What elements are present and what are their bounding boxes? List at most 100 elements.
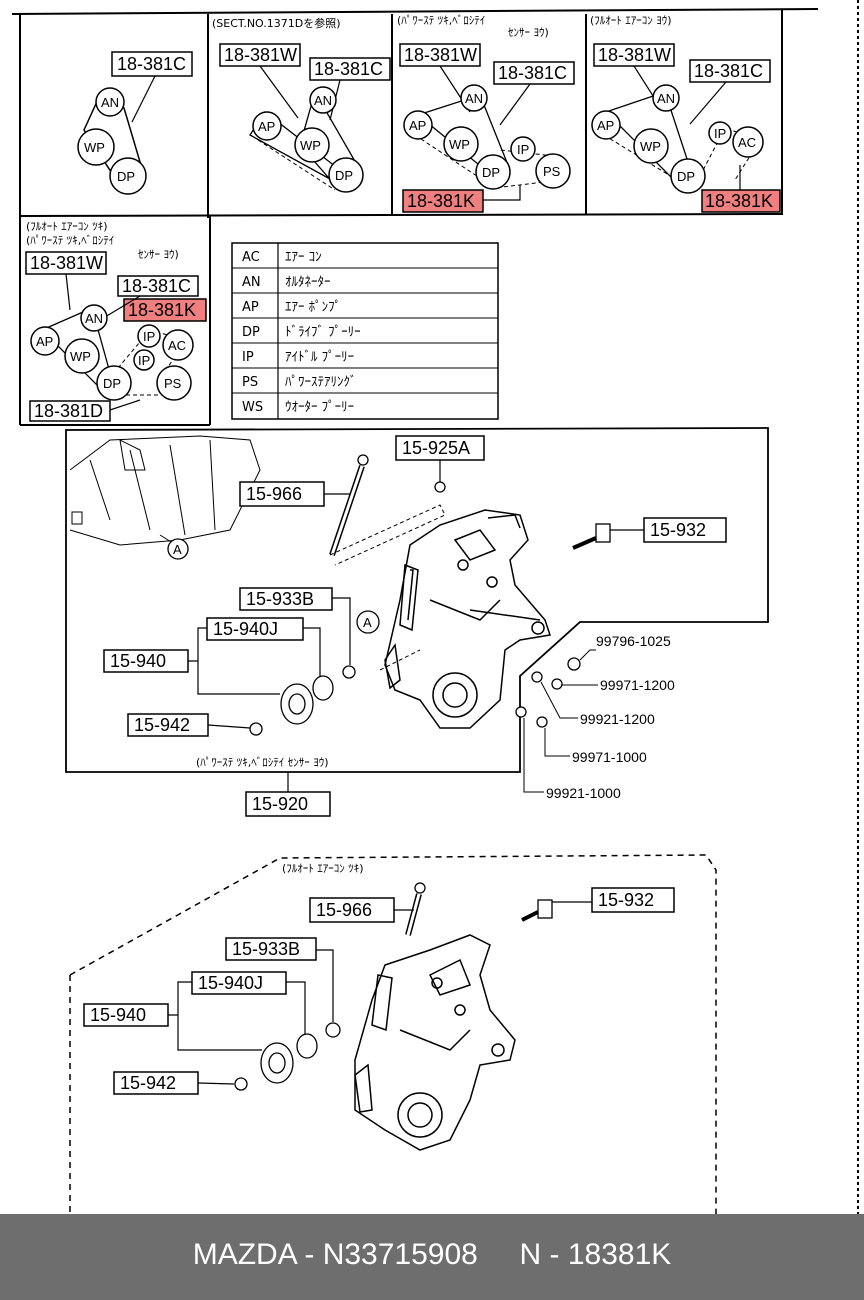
part-label: 15-966 [316,900,372,920]
legend-desc: ｵﾙﾀﾈｰﾀｰ [285,275,331,290]
pulley-label: PS [164,376,182,391]
part-code-label: 18-381C [498,63,567,83]
bearing-icon [296,1033,318,1059]
part-label: 15-942 [120,1073,176,1093]
part-label: 15-920 [252,794,308,814]
bearing-icon [312,675,334,701]
bolt-number: 99971-1000 [572,749,647,765]
part-code-label: 18-381C [117,54,186,74]
bolt-icon [567,657,581,671]
part-code-label: 18-381W [404,45,477,65]
pulley-label: AN [657,91,675,106]
pulley-label: AP [597,118,614,133]
pulley-label: DP [482,165,500,180]
nut-icon [234,1077,248,1091]
pulley-label: AN [465,91,483,106]
part-code-label: 18-381W [30,253,103,273]
part-label: 15-932 [650,520,706,540]
legend-desc: ｴｱｰ ｺﾝ [285,250,322,265]
legend-abbr: AN [242,275,261,290]
marker-a-label: A [363,615,372,630]
legend-desc: ｴｱｰ ﾎﾟﾝﾌﾟ [285,300,341,315]
part-label: 15-933B [246,589,314,609]
pulley-label: WP [70,349,91,364]
panel-note: (SECT.NO.1371Dを参照) [212,16,341,30]
pulley-label: PS [543,164,561,179]
belt-panel-3: (ﾊﾟﾜｰｽﾃ ﾂｷ,ﾍﾞﾛｼﾃｲ ｾﾝｻｰ ﾖｳ) 18-381W 18-38… [397,14,575,213]
nut-icon [249,722,263,736]
bottom-assembly: (ﾌﾙｵｰﾄ ｴｱｰｺﾝ ﾂｷ) [69,854,717,1214]
bracket-body [354,934,516,1151]
part-label: 15-933B [232,939,300,959]
belt-panel-2: (SECT.NO.1371Dを参照) 18-381W 18-381C AN AP… [212,16,391,193]
part-code-label: 18-381D [34,401,103,421]
parts-diagram: 18-381C AN WP DP (SECT.NO.1371Dを参照) 18-3… [11,0,859,1214]
panel-note: ｾﾝｻｰ ﾖｳ) [138,248,179,261]
pulley-label: IP [138,353,150,368]
washer-icon [342,665,356,679]
bolt-head-icon [595,523,611,543]
pulley-label: AC [168,338,186,353]
panel-note: (ﾌﾙｵｰﾄ ｴｱｰｺﾝ ﾂｷ) [26,220,108,233]
footer-caption: MAZDA - N33715908 N - 18381K [192,1238,672,1271]
part-code-label: 18-381K [407,191,475,211]
part-label: 15-940 [110,651,166,671]
part-label: 15-932 [598,890,654,910]
part-label: 15-940J [213,619,278,639]
part-label: 15-966 [246,484,302,504]
pulley-label: IP [517,142,529,157]
pulley-label: DP [677,169,695,184]
panel-note: ｾﾝｻｰ ﾖｳ) [508,26,549,39]
pulley-label: AP [258,119,275,134]
part-label: 15-942 [134,715,190,735]
footer-bar [0,1214,864,1300]
top-frame [11,8,819,426]
part-labels: 15-925A 15-966 15-932 15-933B 15-940J 15… [103,435,727,817]
legend-abbr: IP [242,350,254,365]
long-bolt [405,882,426,936]
bolt-number: 99921-1200 [580,711,655,727]
legend-desc: ｳｵｰﾀｰ ﾌﾟｰﾘｰ [285,400,354,415]
marker-a-label: A [173,542,182,557]
highlight-box [123,298,207,322]
pulley-label: DP [117,169,135,184]
pulley-label: AN [101,95,119,110]
legend-abbr: AP [242,300,259,315]
bolt-head-icon [537,899,553,919]
assembly-note: (ﾌﾙｵｰﾄ ｴｱｰｺﾝ ﾂｷ) [282,862,364,875]
legend-desc: ｱｲﾄﾞﾙ ﾌﾟｰﾘｰ [285,350,354,365]
belt-panel-5: (ﾌﾙｵｰﾄ ｴｱｰｺﾝ ﾂｷ) (ﾊﾟﾜｰｽﾃ ﾂｷ,ﾍﾞﾛｼﾃｲ ｾﾝｻｰ … [25,220,207,422]
highlight-box [402,189,484,213]
part-code-label: 18-381W [224,45,297,65]
legend-abbr: AC [242,250,260,265]
pulley-label: AP [409,118,426,133]
washer-icon [325,1022,341,1038]
middle-assembly: A A [65,427,769,817]
pulley-label: WP [300,138,321,153]
pulley-label: IP [714,126,726,141]
bolt-number: 99796-1025 [596,633,671,649]
bracket-body [384,509,551,729]
panel-note: (ﾌﾙｵｰﾄ ｴｱｰｺﾝ ﾖｳ) [590,14,672,27]
pulley-label: AP [36,334,53,349]
part-code-label: 18-381K [705,191,773,211]
part-code-label: 18-381W [598,45,671,65]
belt-panel-4: (ﾌﾙｵｰﾄ ｴｱｰｺﾝ ﾖｳ) 18-381W 18-381C 18-381K… [590,14,781,213]
legend-abbr: WS [242,400,263,415]
part-code-label: 18-381C [314,59,383,79]
washer-icon [515,706,527,718]
pulley-label: IP [143,329,155,344]
legend-desc: ﾄﾞﾗｲﾌﾞ ﾌﾟｰﾘｰ [285,325,361,340]
assembly-note: (ﾊﾟﾜｰｽﾃ ﾂｷ,ﾍﾞﾛｼﾃｲ ｾﾝｻｰ ﾖｳ) [196,756,329,769]
part-code-label: 18-381C [694,61,763,81]
legend-abbr: PS [242,375,258,390]
nut-icon [536,716,548,728]
pulley-label: AC [738,135,756,150]
bolt-number: 99971-1200 [600,677,675,693]
pulley-label: DP [335,168,353,183]
part-label: 15-940 [90,1005,146,1025]
pulley-label: AN [85,311,103,326]
part-labels: 15-966 15-932 15-933B 15-940J 15-940 15-… [83,887,675,1095]
pulley-label: WP [449,137,470,152]
long-bolt [329,454,369,556]
